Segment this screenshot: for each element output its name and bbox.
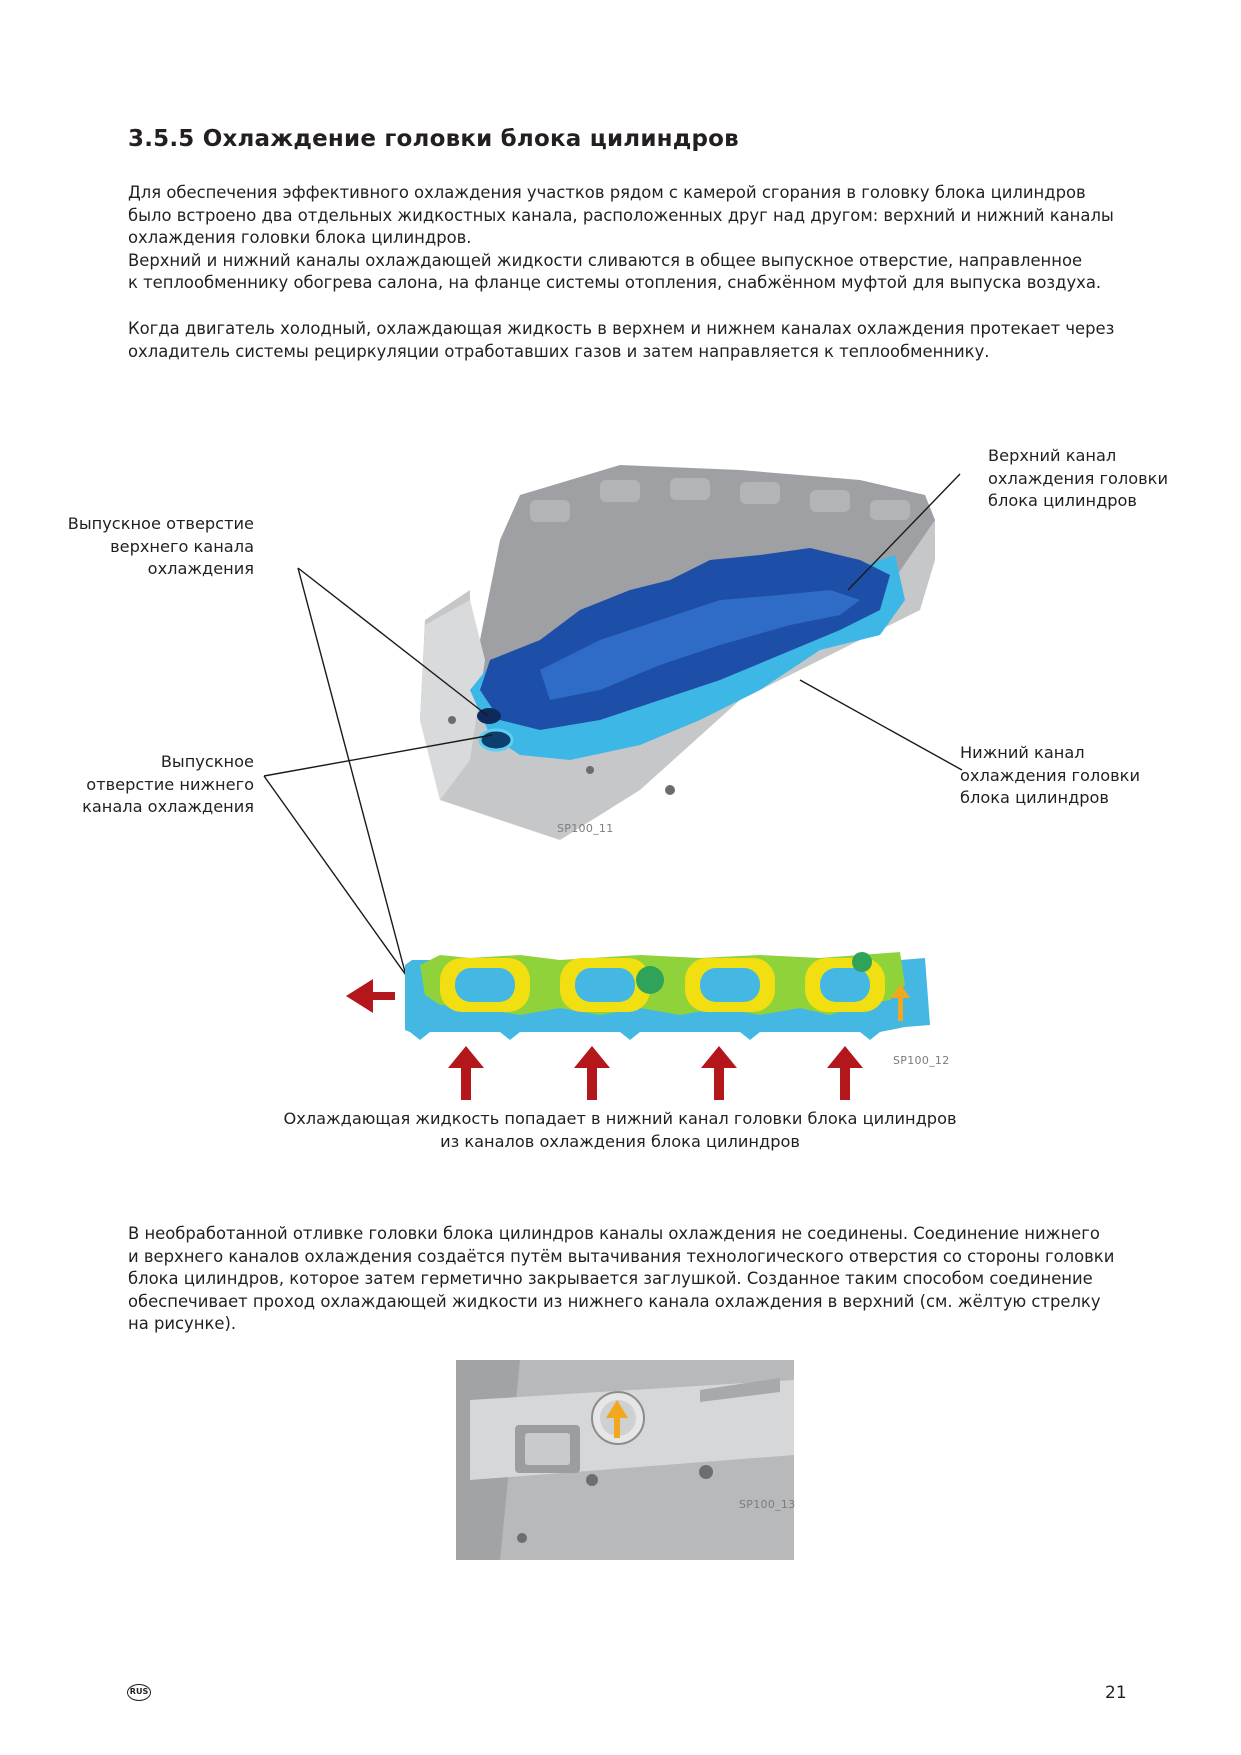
red-inlet-arrow-icon — [574, 1046, 610, 1100]
section-loop-cores — [455, 968, 870, 1002]
language-badge-icon: RUS — [127, 1684, 151, 1701]
lower-outlet-opening — [480, 730, 512, 750]
section-bore-icon — [852, 952, 872, 972]
bolt-hole-icon — [586, 1474, 598, 1486]
detail-rib — [700, 1378, 780, 1402]
bolt-hole-icon — [586, 766, 594, 774]
label-upper-outlet: Выпускное отверстие верхнего канала охла… — [67, 514, 254, 578]
callout-leader-lines — [263, 473, 963, 979]
intro-paragraph: Для обеспечения эффективного охлаждения … — [128, 183, 1114, 292]
section-heading: 3.5.5 Охлаждение головки блока цилиндров — [128, 126, 739, 152]
label-lower-channel: Нижний канал охлаждения головки блока ци… — [960, 743, 1140, 807]
bolt-hole-icon — [665, 785, 675, 795]
yellow-up-arrow-icon — [891, 984, 910, 1021]
connection-paragraph: В необработанной отливке головки блока ц… — [128, 1224, 1115, 1333]
red-inlet-arrow-icon — [448, 1046, 484, 1100]
red-inlet-arrow-icon — [827, 1046, 863, 1100]
head-casting-end — [420, 600, 485, 800]
red-inlet-arrow-icon — [701, 1046, 737, 1100]
label-upper-channel: Верхний канал охлаждения головки блока ц… — [988, 446, 1168, 510]
head-casting-texture — [530, 478, 910, 522]
bolt-hole-icon — [448, 716, 456, 724]
bolt-hole-icon — [699, 1465, 713, 1479]
figure2-caption: Охлаждающая жидкость попадает в нижний к… — [283, 1109, 957, 1151]
bolt-hole-icon — [517, 1533, 527, 1543]
lower-outlet-opening-rim — [478, 728, 514, 752]
detail-slot-inner — [525, 1433, 570, 1465]
figure1-code: SP100_11 — [557, 822, 614, 835]
yellow-flow-arrow-icon — [606, 1400, 628, 1438]
red-outlet-arrow-icon — [346, 979, 395, 1013]
figure3-code: SP100_13 — [739, 1498, 796, 1511]
cold-engine-paragraph: Когда двигатель холодный, охлаждающая жи… — [128, 319, 1115, 361]
upper-coolant-channel-highlight — [540, 590, 860, 700]
page-number: 21 — [1105, 1683, 1127, 1703]
figure2-code: SP100_12 — [893, 1054, 950, 1067]
red-inlet-arrows — [448, 1046, 863, 1100]
label-lower-outlet: Выпускное отверстие нижнего канала охлаж… — [82, 752, 254, 816]
section-bore-icon — [636, 966, 664, 994]
